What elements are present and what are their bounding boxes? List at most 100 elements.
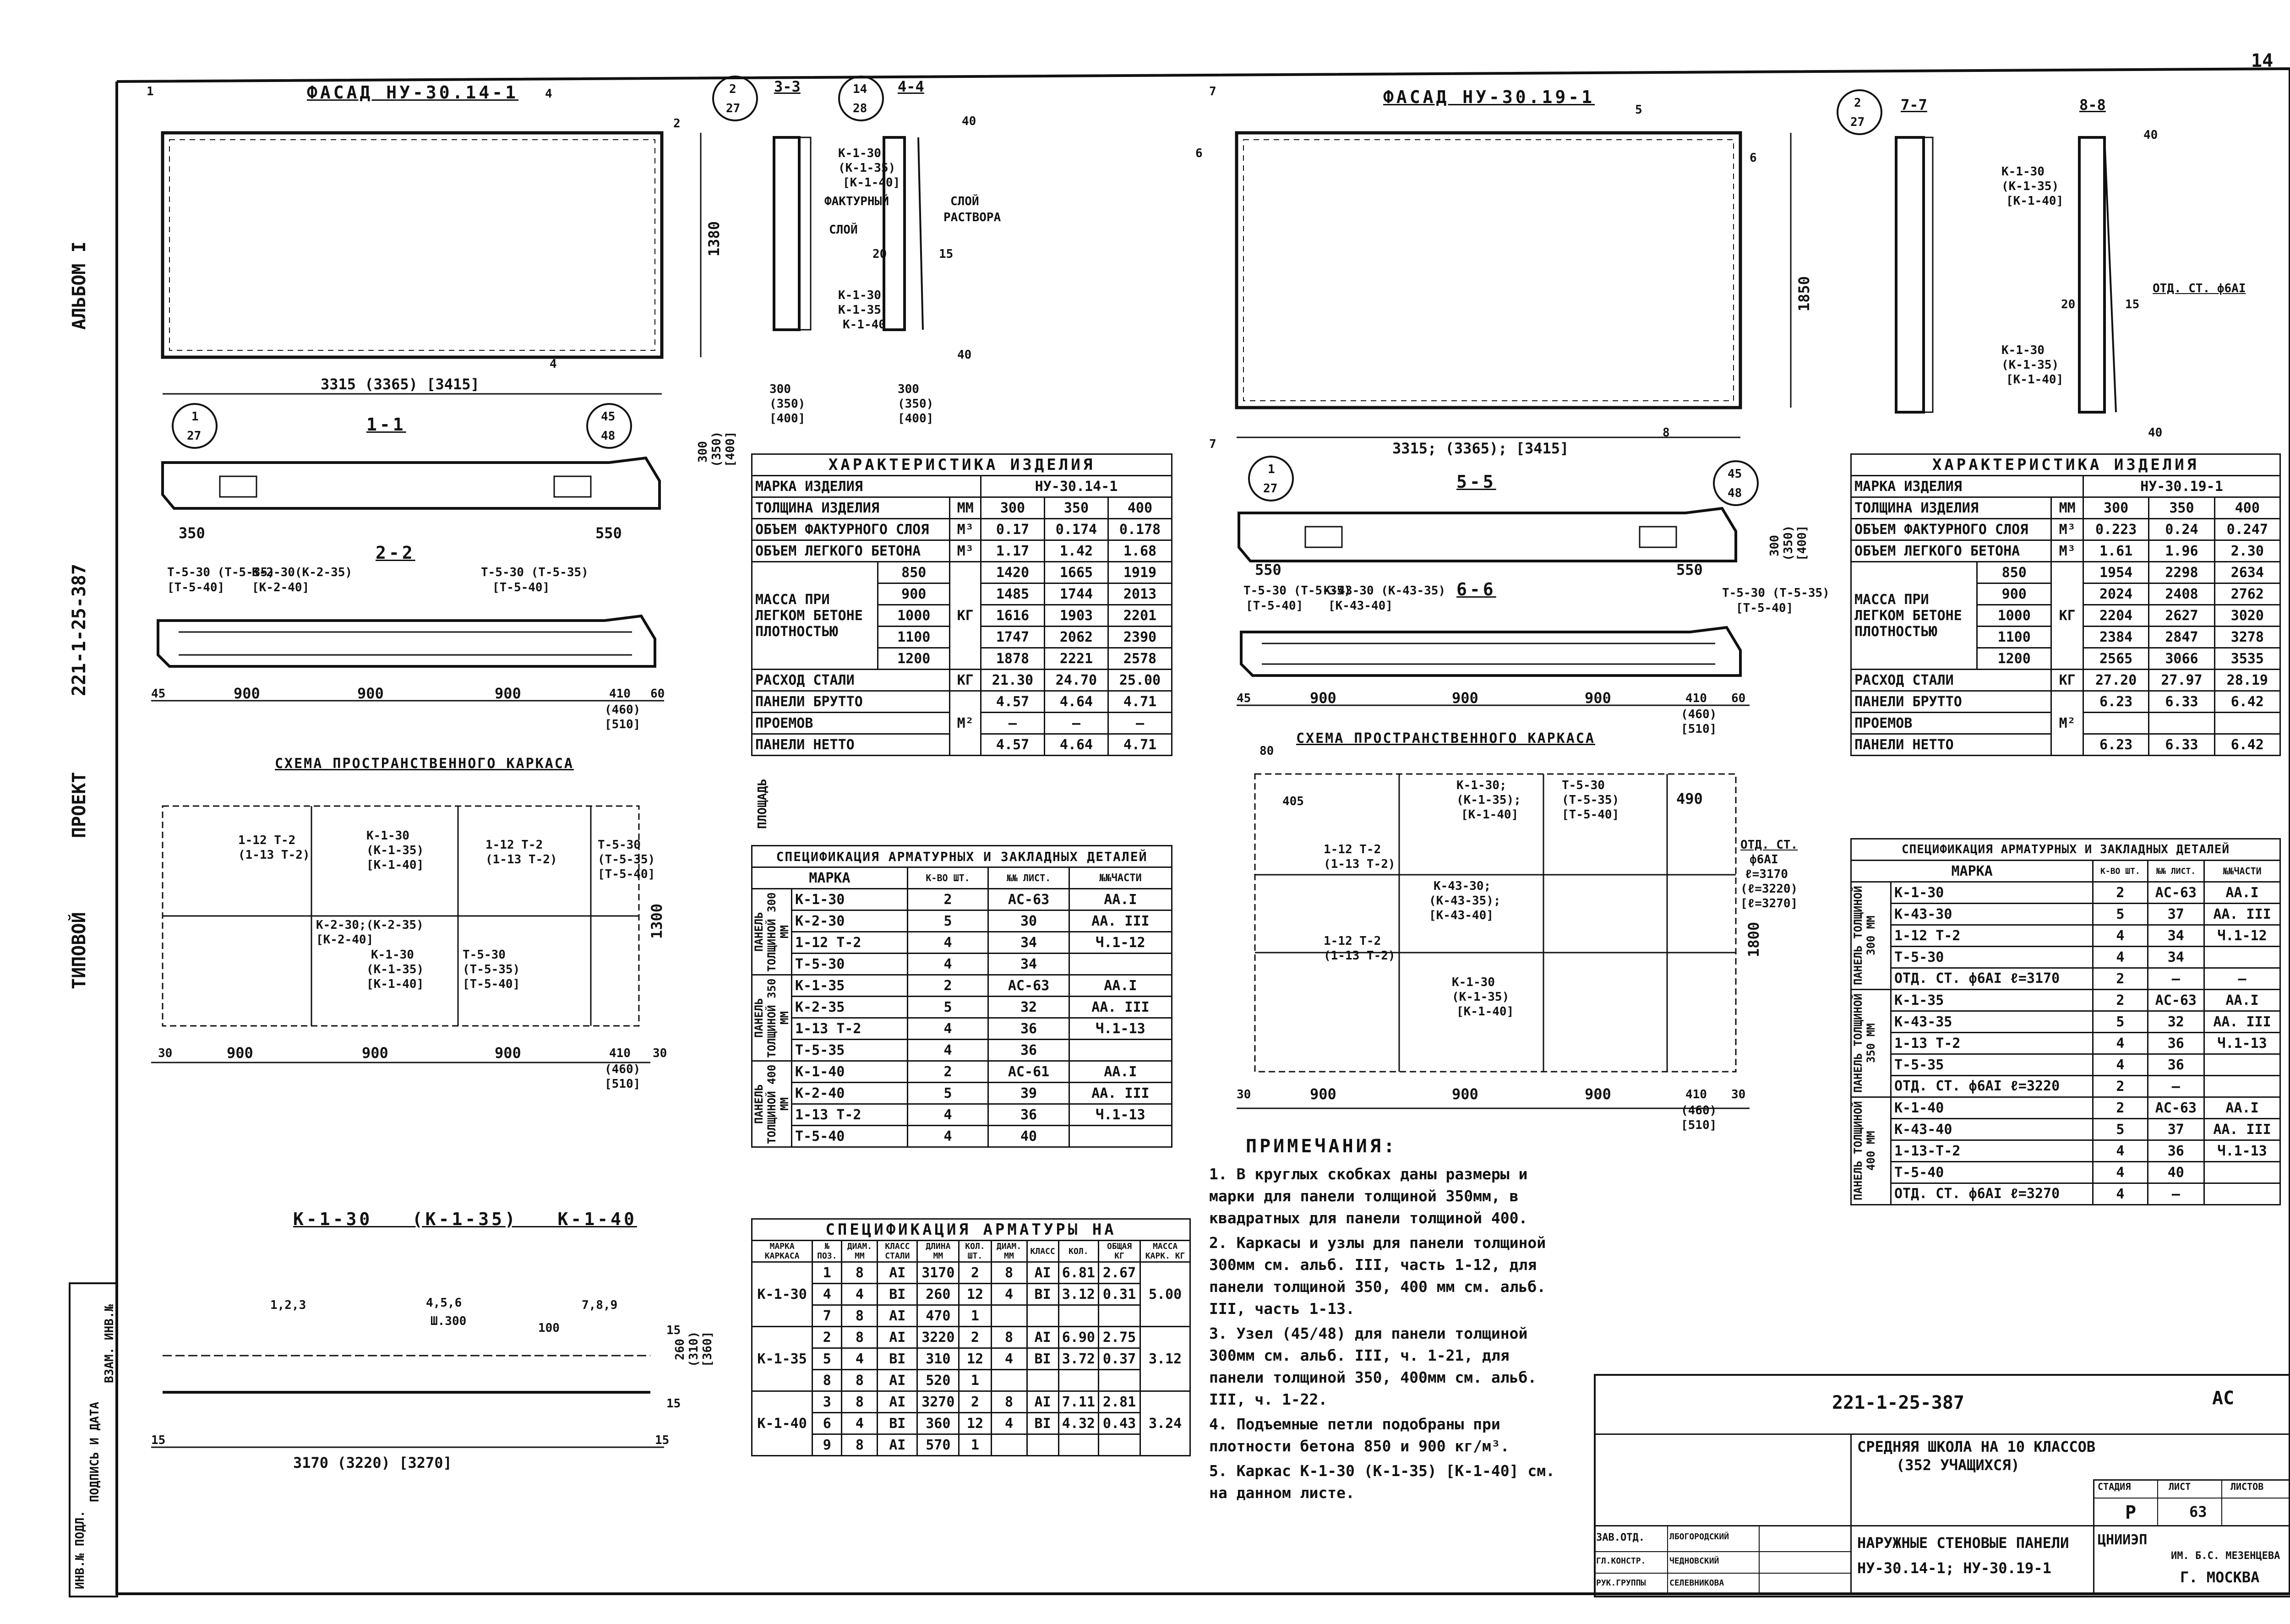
char2-mass-0-0: 1954 — [2082, 561, 2150, 584]
char-table-2: ХАРАКТЕРИСТИКА ИЗДЕЛИЯ МАРКА ИЗДЕЛИЯ НУ-… — [1850, 453, 2281, 756]
armspec-header: КЛАСС СТАЛИ — [877, 1240, 918, 1263]
spec1-cell-q: 4 — [906, 1039, 989, 1062]
s88-l-6: ОТД. СТ. ф6АI — [2153, 282, 2246, 295]
s88-l-5: 15 — [2125, 298, 2140, 311]
char1-area-1-1: — — [1043, 712, 1109, 735]
schema-l-4: (К-1-35) — [366, 844, 424, 857]
armspec-cell — [1058, 1304, 1099, 1327]
notes-list: 1. В круглых скобках даны размеры и марк… — [1209, 1163, 1557, 1507]
char2-area-2-2: 6.42 — [2214, 733, 2281, 756]
thk-a-2: (350) — [769, 397, 806, 411]
k130-l-2: 4,5,6 — [426, 1296, 462, 1310]
sec66-d-4: 900 — [1585, 689, 1611, 707]
armspec-header: МАССА КАРК. КГ — [1140, 1240, 1191, 1263]
sec66-d-8: 60 — [1731, 692, 1746, 705]
spec1-cell-s: АС-63 — [987, 888, 1070, 911]
armspec-header: ОБЩАЯ КГ — [1097, 1240, 1141, 1263]
sec11-thk-2: (350) — [710, 431, 724, 467]
char1-area-2-2: 4.71 — [1107, 733, 1173, 756]
armspec-cell: 8 — [841, 1261, 878, 1284]
char2-area-2-1: 6.33 — [2148, 733, 2215, 756]
sec22-label-1: Т-5-30 (Т-5-35) — [167, 566, 275, 579]
sec55-circ-l-top: 1 — [1268, 463, 1275, 476]
sec22-label-4: [К-2-40] — [252, 581, 310, 594]
spec2-cell-p: АА. III — [2203, 1010, 2281, 1033]
spec2-cell-q: 2 — [2092, 967, 2148, 990]
armspec-cell: 310 — [916, 1347, 960, 1370]
thk-b-1: 300 — [898, 382, 919, 396]
char1-mass-3-1: 2062 — [1043, 626, 1109, 649]
char2-light-1: 1.96 — [2148, 540, 2215, 562]
sec22-label-5: Т-5-30 (Т-5-35) — [481, 566, 589, 579]
s44-title: 4-4 — [898, 78, 924, 95]
armspec-cell — [990, 1433, 1028, 1456]
s33-circle-bot: 27 — [726, 102, 741, 115]
char1-area-2: ПАНЕЛИ НЕТТО — [751, 733, 951, 756]
armspec-mark: К-1-30 — [751, 1261, 813, 1327]
schema-r-4: Т-5-30 — [1562, 779, 1605, 792]
char1-steel-0: 21.30 — [980, 669, 1045, 692]
facade-title-left: ФАСАД НУ-30.14-1 — [307, 82, 519, 103]
armspec-cell: 8 — [841, 1326, 878, 1349]
armspec-cell: 4 — [812, 1283, 843, 1306]
tb-desc: НАРУЖНЫЕ СТЕНОВЫЕ ПАНЕЛИ — [1857, 1534, 2069, 1552]
armspec-cell — [1097, 1369, 1141, 1392]
schema-dim-r-6: (460) — [1681, 1104, 1717, 1117]
spec1-cell-p: АА.I — [1068, 1060, 1173, 1083]
spec1-cell-s: 36 — [987, 1039, 1070, 1062]
sec55-thk-1: 300 — [1768, 535, 1782, 556]
k130-l-8: [360] — [701, 1331, 714, 1367]
spec2-cell-s: АС-63 — [2147, 881, 2205, 904]
tb-desc2: НУ-30.14-1; НУ-30.19-1 — [1857, 1559, 2051, 1577]
char1-steel-unit: КГ — [949, 669, 981, 692]
s77-title: 7-7 — [1901, 96, 1927, 114]
tb-sheet: 63 — [2189, 1503, 2207, 1520]
armspec-header: КОЛ. ШТ. — [958, 1240, 992, 1263]
sec22-dim-4: 900 — [495, 685, 521, 702]
spec2-cell-p — [2203, 1161, 2281, 1184]
schema-dim-r-3: 900 — [1452, 1085, 1478, 1103]
schema-dim-l-8: 30 — [653, 1046, 667, 1060]
char2-mass-3-0: 2384 — [2082, 626, 2150, 649]
spec2-h-sheet: №№ ЛИСТ. — [2147, 860, 2205, 883]
spec1-h-mark: МАРКА — [751, 866, 908, 889]
sec55-circ-l-bot: 27 — [1263, 482, 1278, 496]
armspec-cell: 260 — [916, 1283, 960, 1306]
tb-stage: Р — [2125, 1502, 2137, 1523]
spec1-cell-p: АА. III — [1068, 1082, 1173, 1105]
s44-circle-top: 14 — [853, 82, 867, 96]
schema-r-2: (К-1-35); — [1456, 793, 1521, 807]
stamp-col-3: ВЗАМ. ИНВ.№ — [103, 1304, 116, 1383]
spec1-cell-q: 5 — [906, 910, 989, 932]
spec2-cell-p — [2203, 1183, 2281, 1205]
char1-area-1-0: — — [980, 712, 1045, 735]
spec2-cell-s: 40 — [2147, 1161, 2205, 1184]
char1-mass-3-2: 2390 — [1107, 626, 1173, 649]
s88-l-8: (К-1-35) — [2001, 358, 2059, 372]
char1-vol-unit-2: М³ — [949, 540, 981, 562]
spec1-cell-q: 2 — [906, 974, 989, 997]
char2-mass-d-3: 1100 — [1976, 626, 2052, 649]
char2-mass-0-2: 2634 — [2214, 561, 2281, 584]
char1-light-1: 1.42 — [1043, 540, 1109, 562]
char2-mass-2-2: 3020 — [2214, 604, 2281, 627]
armspec-cell: 8 — [990, 1326, 1028, 1349]
spec2-cell-s: — — [2147, 967, 2205, 990]
char2-area-unit: М² — [2050, 690, 2084, 756]
spec1-h-sheet: №№ ЛИСТ. — [987, 866, 1070, 889]
schema-dim-l-5: 410 — [609, 1046, 631, 1060]
sec66-d-5: 410 — [1685, 692, 1707, 705]
schema-dim-r-5: 410 — [1685, 1088, 1707, 1101]
spec2-cell-m: К-43-30 — [1890, 903, 2094, 926]
spec2-cell-q: 2 — [2092, 1075, 2148, 1098]
s44-label-2: РАСТВОРА — [943, 211, 1001, 224]
spec2-cell-m: Т-5-35 — [1890, 1053, 2094, 1076]
